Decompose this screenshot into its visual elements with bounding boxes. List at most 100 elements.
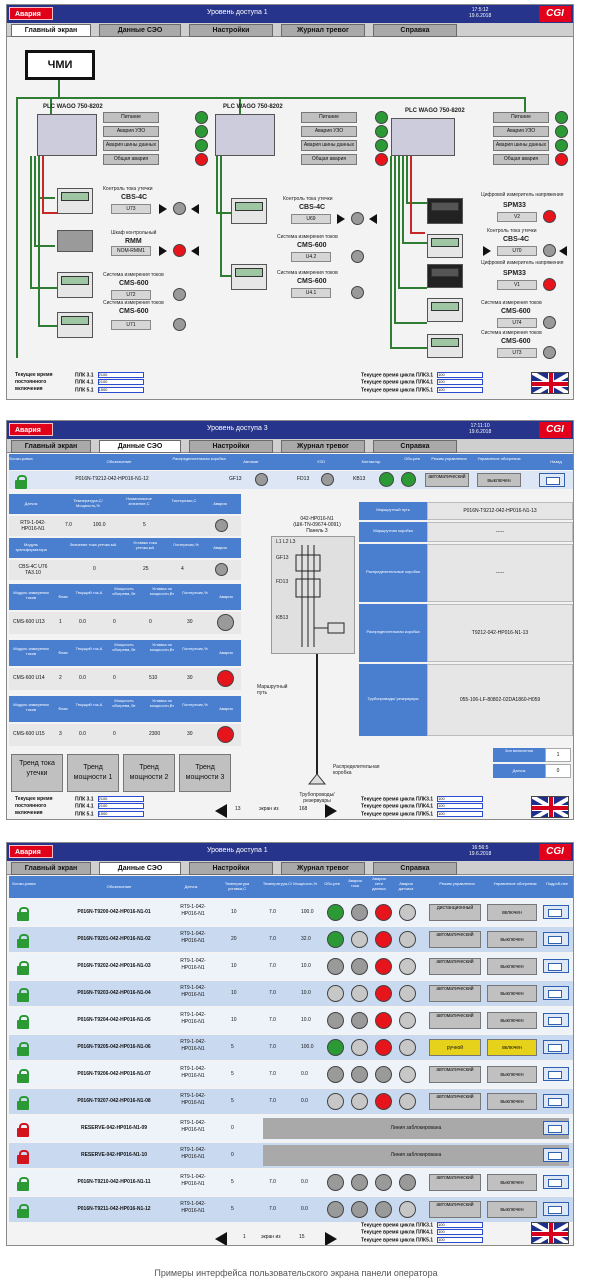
cbs-3-left-arrow-icon[interactable]	[559, 246, 567, 256]
tab-settings[interactable]: Настройки	[189, 440, 273, 453]
rmm-device[interactable]	[57, 230, 93, 252]
cbs-3-right-arrow-icon[interactable]	[483, 246, 491, 256]
heating-control-button[interactable]: выключен	[487, 1201, 537, 1218]
hmi-box[interactable]: ЧМИ	[25, 50, 95, 80]
tab-settings[interactable]: Настройки	[189, 862, 273, 875]
unlock-icon[interactable]	[17, 1042, 29, 1056]
uk-flag-icon[interactable]	[531, 1222, 569, 1244]
mode-button[interactable]: автоматический	[429, 958, 481, 975]
heating-control-button[interactable]: выключен	[487, 1012, 537, 1029]
plc-3-module[interactable]	[391, 118, 455, 156]
cms-2a-device[interactable]	[231, 264, 267, 290]
spm-2-device[interactable]	[427, 264, 463, 288]
prev-page-arrow-icon[interactable]	[215, 1232, 227, 1245]
mode-button[interactable]: дистанционный	[429, 904, 481, 921]
mode-button[interactable]: автоматический	[429, 985, 481, 1002]
unlock-icon[interactable]	[17, 1096, 29, 1110]
tab-settings[interactable]: Настройки	[189, 24, 273, 37]
heating-control-button[interactable]: включен	[487, 904, 537, 921]
tab-data[interactable]: Данные СЭО	[99, 862, 181, 875]
trend-power-1-button[interactable]: Тренд мощности 1	[67, 754, 119, 792]
details-arrow-icon[interactable]	[543, 1013, 569, 1027]
mode-button[interactable]: автоматический	[429, 1012, 481, 1029]
heating-control-button[interactable]: выключен	[487, 1066, 537, 1083]
plc-1-module[interactable]	[37, 114, 97, 156]
cbs-2-right-arrow-icon[interactable]	[337, 214, 345, 224]
heating-control-button[interactable]: выключен	[487, 958, 537, 975]
details-arrow-icon[interactable]	[543, 1121, 569, 1135]
mode-button[interactable]: автоматический	[429, 1174, 481, 1191]
alarm-button[interactable]: Авария	[9, 423, 53, 436]
unlock-icon[interactable]	[17, 1177, 29, 1191]
trend-power-2-button[interactable]: Тренд мощности 2	[123, 754, 175, 792]
alarm-button[interactable]: Авария	[9, 7, 53, 20]
cms-3b-device[interactable]	[427, 334, 463, 358]
lock-icon[interactable]	[17, 1123, 29, 1137]
next-page-arrow-icon[interactable]	[325, 804, 337, 818]
heating-control-button[interactable]: выключен	[487, 1174, 537, 1191]
tab-alarms[interactable]: Журнал тревог	[281, 862, 365, 875]
details-arrow-icon[interactable]	[543, 986, 569, 1000]
unlock-icon[interactable]	[17, 988, 29, 1002]
unlock-icon[interactable]	[17, 934, 29, 948]
heating-control-button[interactable]: включен	[487, 1039, 537, 1056]
mode-button[interactable]: автоматический	[429, 1201, 481, 1218]
next-page-arrow-icon[interactable]	[325, 1232, 337, 1245]
trend-power-3-button[interactable]: Тренд мощности 3	[179, 754, 231, 792]
uk-flag-icon[interactable]	[531, 796, 569, 818]
plc-2-module[interactable]	[215, 114, 275, 156]
rmm-left-arrow-icon[interactable]	[191, 246, 199, 256]
cms-1b-device[interactable]	[57, 312, 93, 338]
details-arrow-icon[interactable]	[543, 905, 569, 919]
cbs-3-device[interactable]	[427, 234, 463, 258]
unlock-icon[interactable]	[15, 475, 27, 489]
tab-help[interactable]: Справка	[373, 440, 457, 453]
rmm-right-arrow-icon[interactable]	[159, 246, 167, 256]
cbs-1-right-arrow-icon[interactable]	[159, 204, 167, 214]
tab-help[interactable]: Справка	[373, 24, 457, 37]
mode-button[interactable]: автоматический	[425, 473, 469, 487]
tab-main[interactable]: Главный экран	[11, 862, 91, 875]
tab-data[interactable]: Данные СЭО	[99, 440, 181, 453]
unlock-icon[interactable]	[17, 1204, 29, 1218]
heating-control-button[interactable]: выключен	[487, 931, 537, 948]
heating-control-button[interactable]: выключен	[487, 985, 537, 1002]
trend-leak-button[interactable]: Тренд тока утечки	[11, 754, 63, 792]
cms-1a-device[interactable]	[57, 272, 93, 298]
cbs-1-device[interactable]	[57, 188, 93, 214]
unlock-icon[interactable]	[17, 1069, 29, 1083]
tab-help[interactable]: Справка	[373, 862, 457, 875]
details-arrow-icon[interactable]	[543, 1040, 569, 1054]
details-arrow-icon[interactable]	[543, 1067, 569, 1081]
uk-flag-icon[interactable]	[531, 372, 569, 394]
cbs-2-left-arrow-icon[interactable]	[369, 214, 377, 224]
details-arrow-icon[interactable]	[543, 932, 569, 946]
tab-alarms[interactable]: Журнал тревог	[281, 24, 365, 37]
mode-button[interactable]: ручной	[429, 1039, 481, 1056]
tab-main[interactable]: Главный экран	[11, 440, 91, 453]
heating-control-button[interactable]: выключен	[487, 1093, 537, 1110]
details-arrow-icon[interactable]	[543, 1094, 569, 1108]
prev-page-arrow-icon[interactable]	[215, 804, 227, 818]
unlock-icon[interactable]	[17, 1015, 29, 1029]
details-arrow-icon[interactable]	[543, 1148, 569, 1162]
lock-icon[interactable]	[17, 1150, 29, 1164]
tab-main[interactable]: Главный экран	[11, 24, 91, 37]
cbs-1-left-arrow-icon[interactable]	[191, 204, 199, 214]
back-arrow-icon[interactable]	[539, 473, 565, 487]
unlock-icon[interactable]	[17, 961, 29, 975]
mode-button[interactable]: автоматический	[429, 1093, 481, 1110]
heating-control-button[interactable]: выключен	[477, 473, 521, 487]
spm-1-device[interactable]	[427, 198, 463, 224]
mode-button[interactable]: автоматический	[429, 931, 481, 948]
mode-button[interactable]: автоматический	[429, 1066, 481, 1083]
details-arrow-icon[interactable]	[543, 1175, 569, 1189]
cbs-2-device[interactable]	[231, 198, 267, 224]
cms-3a-device[interactable]	[427, 298, 463, 322]
alarm-button[interactable]: Авария	[9, 845, 53, 858]
details-arrow-icon[interactable]	[543, 959, 569, 973]
tab-data[interactable]: Данные СЭО	[99, 24, 181, 37]
unlock-icon[interactable]	[17, 907, 29, 921]
details-arrow-icon[interactable]	[543, 1202, 569, 1216]
tab-alarms[interactable]: Журнал тревог	[281, 440, 365, 453]
